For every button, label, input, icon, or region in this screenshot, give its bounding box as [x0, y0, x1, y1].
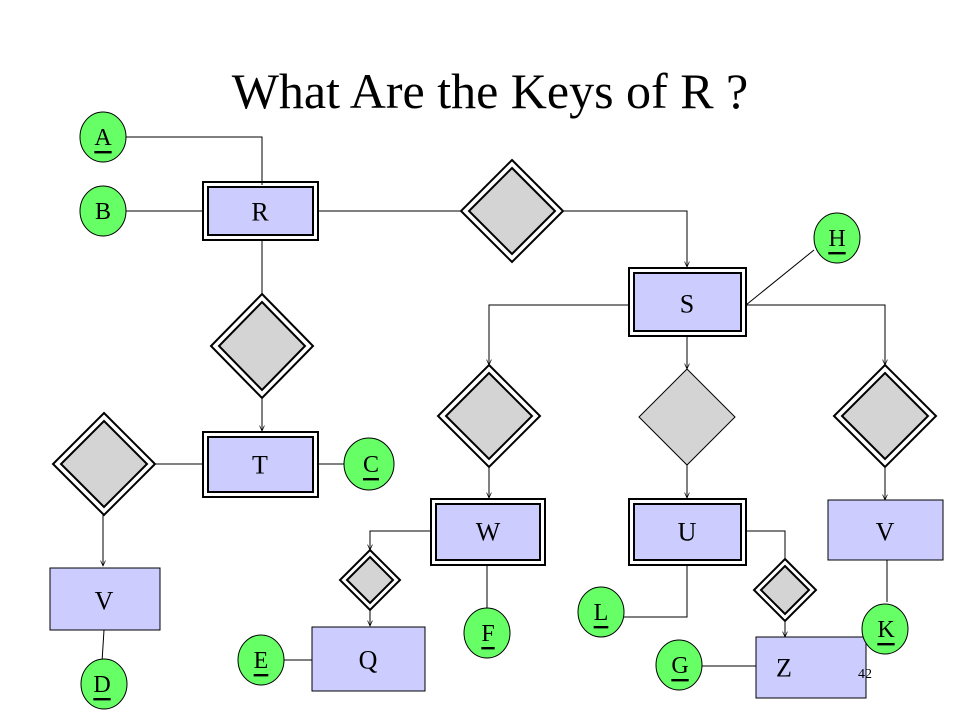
attribute-label: C [363, 452, 379, 478]
entity-w: W [430, 498, 546, 566]
edge-rel-s [563, 210, 687, 267]
attribute-label: A [94, 125, 112, 151]
attribute-c: C [343, 437, 395, 491]
entity-q: Q [311, 626, 426, 692]
edge-l-u [622, 565, 688, 618]
edge-d-v-left [101, 629, 105, 663]
relationship-t-v [51, 411, 157, 517]
relationship-w-q [338, 548, 402, 612]
relationship-r-t [209, 292, 315, 400]
attribute-d: D [80, 658, 128, 710]
entity-label: Q [359, 646, 378, 675]
relationship-r-s [459, 158, 565, 264]
edges [101, 136, 887, 667]
entity-v-left: V [49, 567, 161, 631]
entity-label: T [252, 451, 268, 480]
attribute-e: E [237, 634, 285, 686]
entity-label: V [876, 518, 895, 547]
relationship-s-v [832, 363, 938, 469]
entity-t: T [202, 431, 319, 498]
attribute-k: K [861, 603, 909, 655]
relationship-u-z [752, 557, 818, 623]
entity-v-right: V [827, 499, 944, 561]
relationship-s-u [638, 368, 736, 466]
slide-title: What Are the Keys of R ? [231, 63, 749, 119]
attribute-label: G [671, 653, 688, 679]
attribute-g: G [655, 639, 703, 691]
entity-r: R [202, 181, 319, 241]
relationship-s-w [436, 363, 542, 469]
attribute-label: E [254, 648, 269, 674]
page-number: 42 [858, 667, 872, 682]
entity-s: S [628, 267, 747, 337]
attribute-label: B [95, 199, 111, 225]
entity-label: U [678, 518, 697, 547]
attribute-l: L [577, 586, 625, 638]
edge-h-s [745, 249, 815, 306]
entity-u: U [628, 498, 747, 566]
entity-label: S [680, 290, 694, 319]
edge-a-r [120, 136, 263, 185]
attribute-b: B [79, 185, 127, 237]
attribute-label: L [594, 600, 609, 626]
edge-w-rel-q [370, 530, 431, 550]
attribute-label: K [877, 617, 895, 643]
edge-u-rel-z [746, 530, 786, 559]
attribute-f: F [463, 607, 511, 659]
attribute-h: H [813, 212, 861, 264]
entity-label: Z [776, 654, 792, 683]
attribute-a: A [79, 111, 127, 163]
entity-label: W [476, 518, 501, 547]
attribute-label: H [828, 226, 845, 252]
edge-s-rel-w [489, 304, 629, 365]
entity-label: V [95, 587, 114, 616]
entity-z: Z [755, 636, 867, 699]
entity-label: R [251, 198, 269, 227]
attribute-label: F [481, 621, 494, 647]
attribute-label: D [93, 672, 110, 698]
edge-s-rel-v [746, 304, 885, 365]
